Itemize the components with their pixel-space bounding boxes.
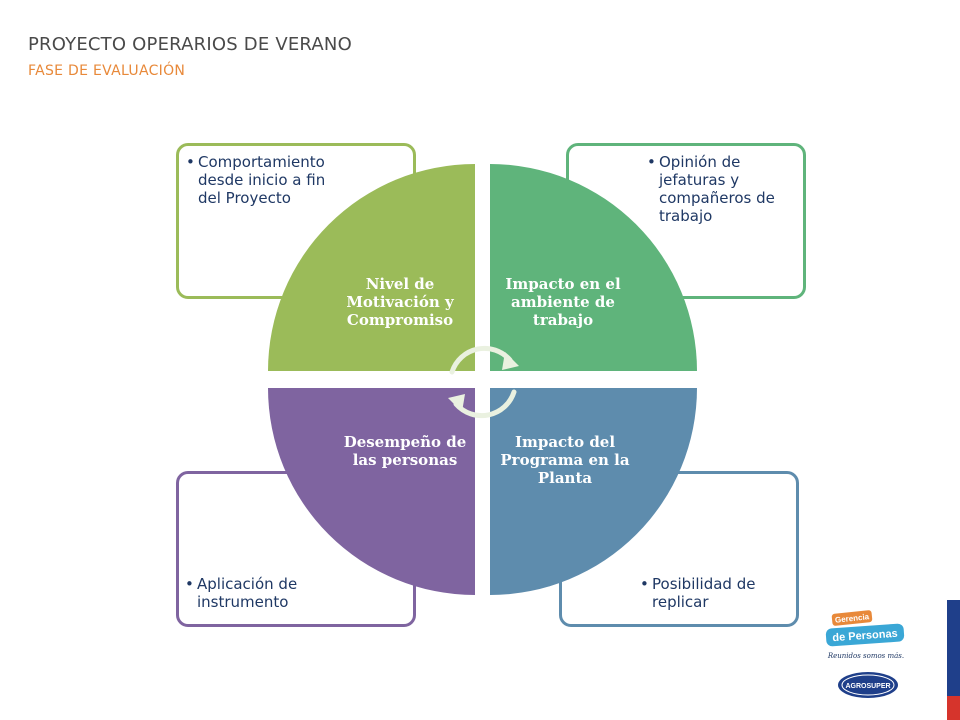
gerencia-line2: de Personas (832, 628, 898, 645)
bullet-dot: • (185, 575, 194, 593)
gerencia-de-personas-logo: Gerencia de Personas Reunidos somos más. (825, 610, 904, 660)
bullet-dot: • (186, 153, 195, 171)
page-subtitle: FASE DE EVALUACIÓN (28, 63, 186, 79)
cycle-arrows-icon (448, 345, 519, 419)
quadrant-work-environment (490, 164, 697, 371)
quadrant-performance (268, 388, 475, 595)
quadrant-plant-impact (490, 388, 697, 595)
bullet-dot: • (640, 575, 649, 593)
brand-stripe-blue (947, 600, 960, 696)
quadrant-label-work-environment: Impacto en el ambiente de trabajo (505, 275, 621, 329)
brand-stripe-red (947, 696, 960, 720)
bullet-label: Opinión de jefaturas y compañeros de tra… (659, 153, 775, 225)
agrosuper-logo: AGROSUPER (838, 672, 898, 698)
bullet-text-performance: • Aplicación de instrumento (185, 575, 337, 611)
bullet-dot: • (647, 153, 656, 171)
bullet-label: Aplicación de instrumento (197, 575, 298, 611)
quadrant-motivation (268, 164, 475, 371)
gerencia-line1: Gerencia (835, 612, 871, 625)
bullet-text-plant-impact: • Posibilidad de replicar (640, 575, 792, 611)
bullet-label: Comportamiento desde inicio a fin del Pr… (198, 153, 326, 207)
quadrant-label-performance: Desempeño de las personas (343, 433, 467, 469)
bullet-text-motivation: • Comportamiento desde inicio a fin del … (186, 153, 348, 207)
page-title: PROYECTO OPERARIOS DE VERANO (28, 34, 352, 55)
gerencia-tagline: Reunidos somos más. (827, 652, 904, 660)
bullet-label: Posibilidad de replicar (652, 575, 756, 611)
quadrant-label-motivation: Nivel de Motivación y Compromiso (346, 275, 454, 329)
bullet-text-work-environment: • Opinión de jefaturas y compañeros de t… (647, 153, 799, 225)
agrosuper-brand: AGROSUPER (845, 683, 890, 690)
quadrant-label-plant-impact: Impacto del Programa en la Planta (500, 433, 630, 487)
